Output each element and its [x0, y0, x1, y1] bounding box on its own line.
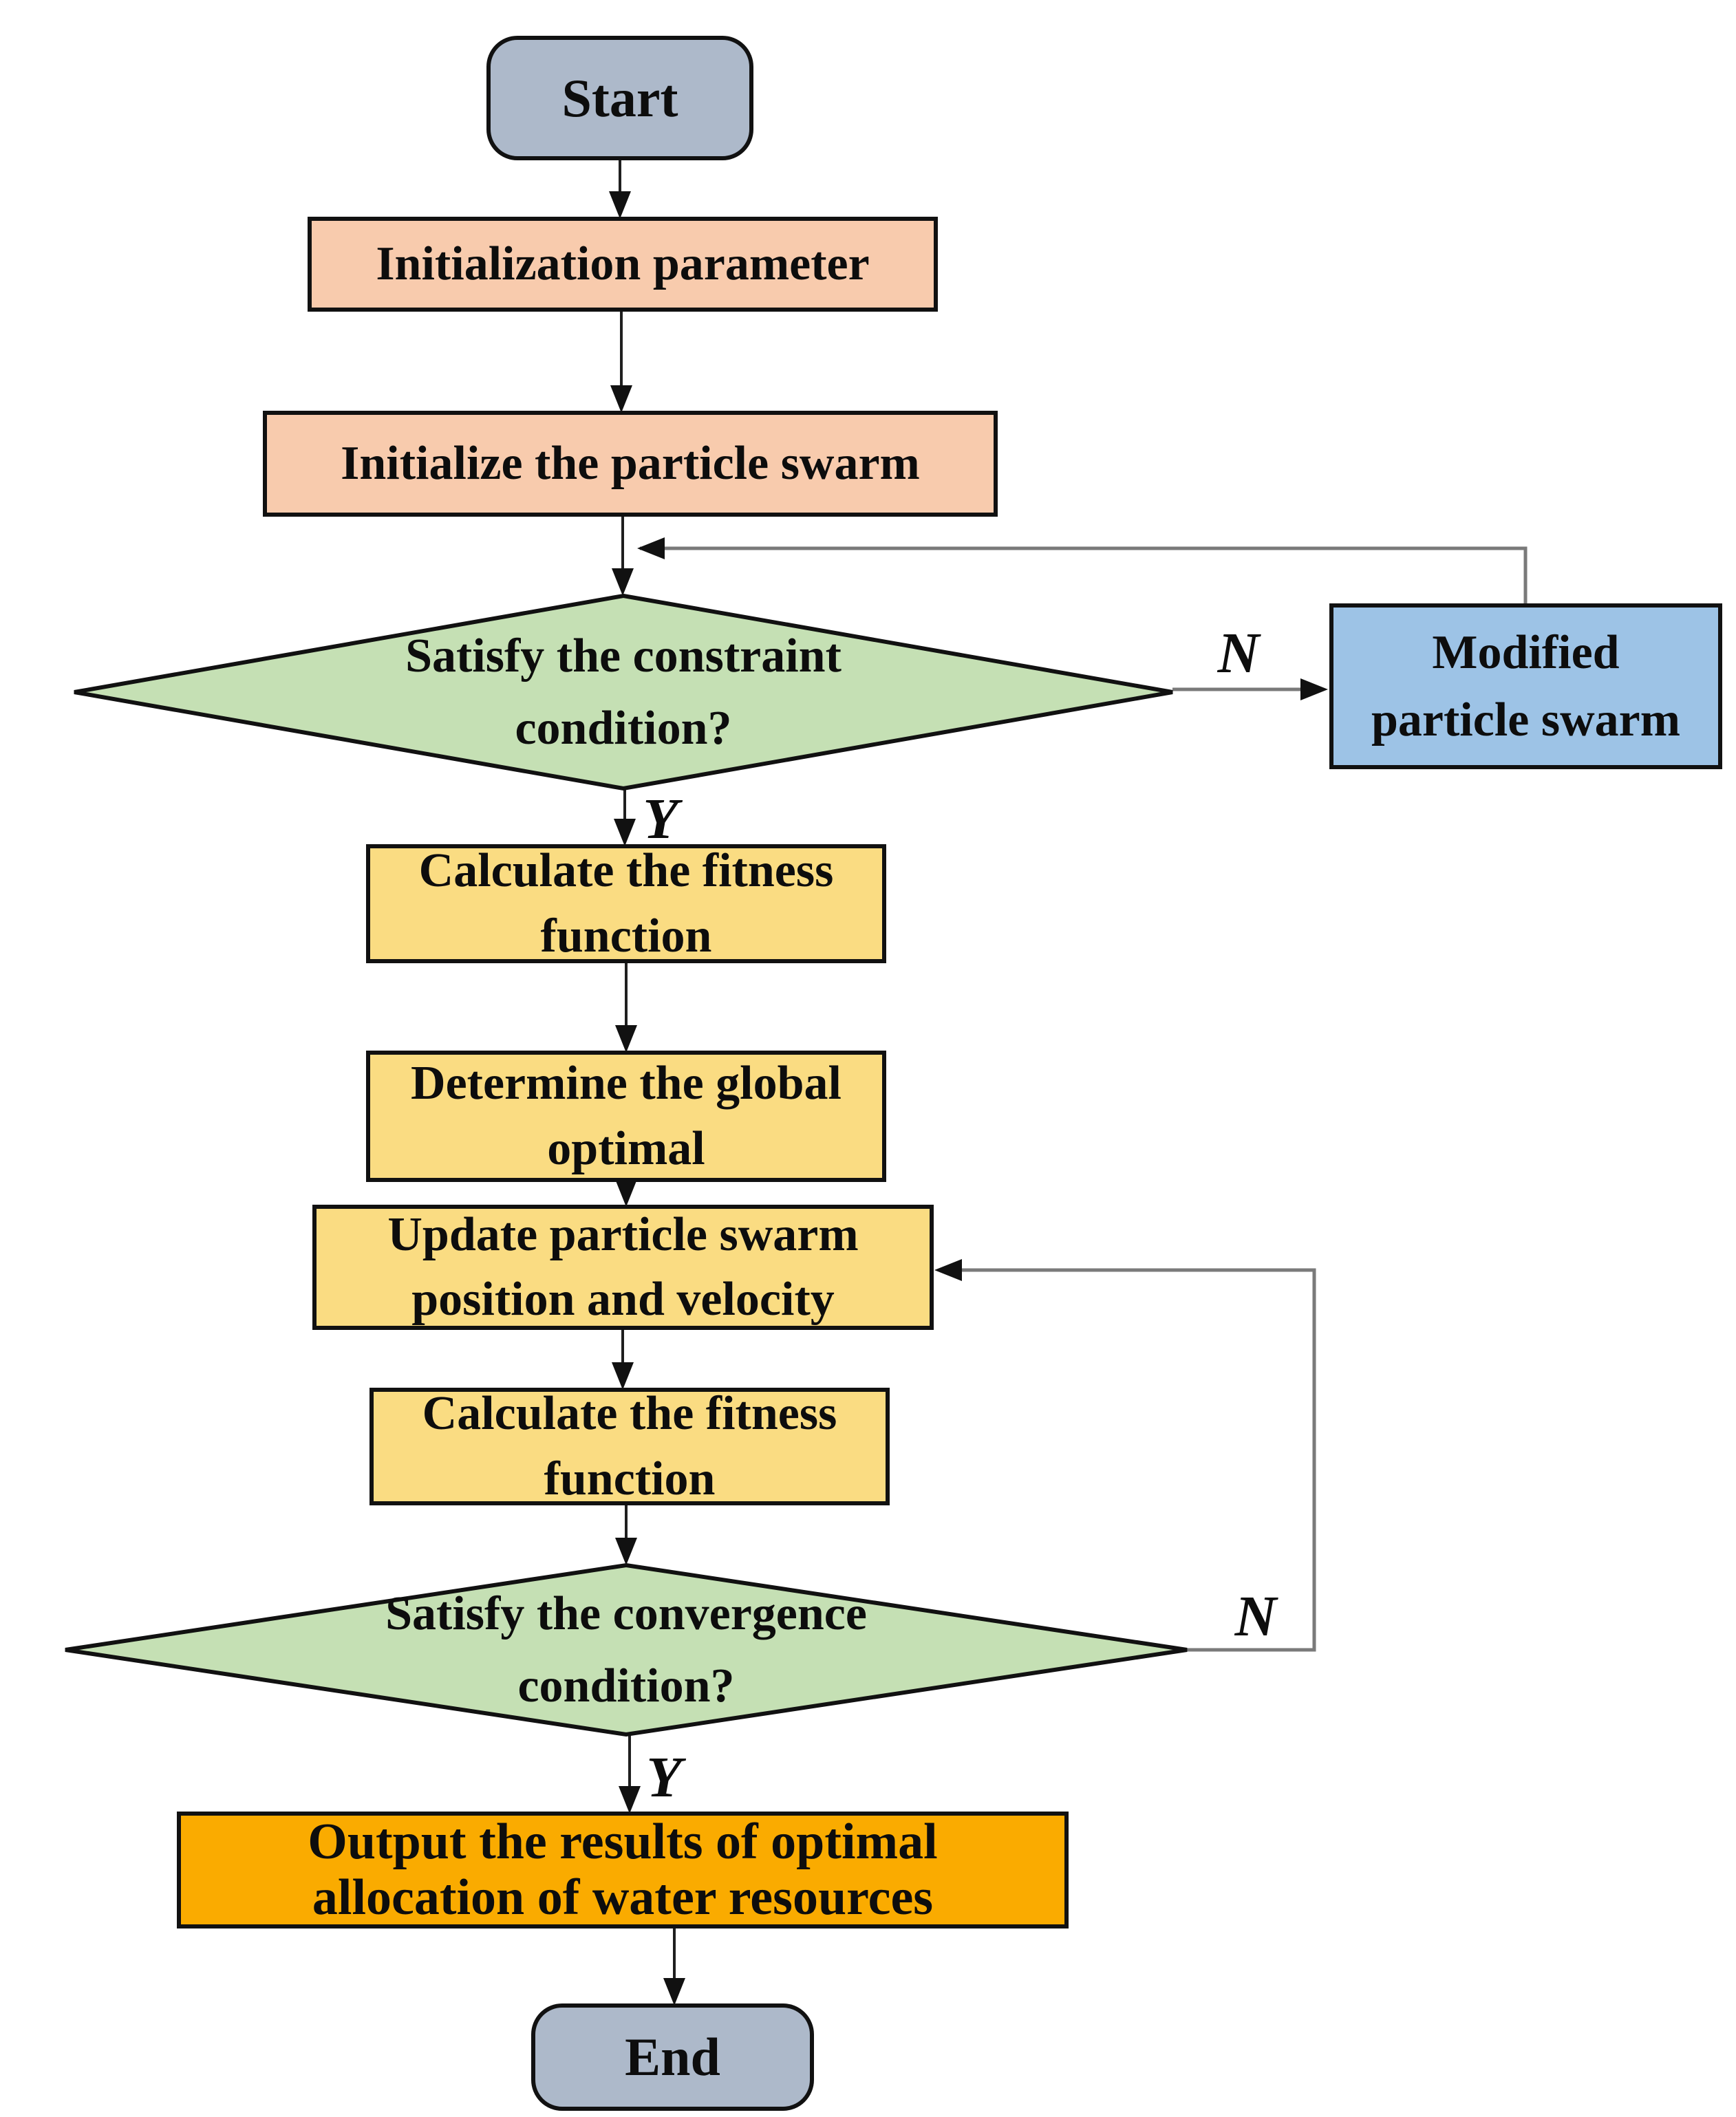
edge-convergence-no-loop [940, 1268, 1316, 1652]
global-optimal-node-label: Determine the global optimal [411, 1057, 842, 1175]
output-shape [177, 1812, 1069, 1928]
edge-modified-feedback [640, 546, 1528, 605]
update-swarm-shape [312, 1205, 934, 1330]
arrowhead-convergence [615, 1538, 637, 1565]
calc-fitness-1-node-label: Calculate the fitness function [418, 844, 834, 963]
output-node-label: Output the results of optimal allocation… [308, 1813, 938, 1926]
arrowhead-end [663, 1978, 685, 2006]
convergence-diamond-shape [65, 1562, 1188, 1737]
update-swarm-node-label: Update particle swarm position and veloc… [387, 1207, 859, 1326]
convergence-decision-label: Satisfy the convergence condition? [385, 1587, 867, 1712]
arrowhead-modified-right [1300, 678, 1328, 700]
arrowhead-initswarm [610, 385, 632, 413]
constraint-yes-label: Y [643, 787, 678, 851]
arrowhead-initparam [609, 191, 631, 219]
modified-swarm-node-label: Modified particle swarm [1371, 625, 1681, 746]
loop-connectors [640, 546, 1528, 1652]
constraint-diamond-shape [74, 593, 1173, 791]
init-param-node-label: Initialization parameter [376, 237, 870, 290]
arrowhead-update [615, 1179, 637, 1207]
start-shape [486, 36, 753, 160]
calc-fitness-1-shape [366, 844, 886, 963]
arrowhead-calc2 [612, 1362, 634, 1390]
end-node-label: End [625, 2027, 720, 2087]
modified-swarm-shape [1329, 603, 1722, 769]
constraint-decision-label: Satisfy the constraint condition? [405, 630, 842, 755]
arrowhead-feedback-left [637, 537, 665, 559]
arrowhead-output [619, 1786, 641, 1814]
calc-fitness-2-shape [369, 1388, 890, 1505]
convergence-no-label: N [1234, 1584, 1277, 1648]
arrowhead-calc1 [614, 819, 636, 846]
arrowhead-constraint [612, 568, 634, 596]
arrowhead-update-right [934, 1259, 962, 1281]
end-shape [531, 2003, 814, 2111]
node-shapes [65, 36, 1722, 2111]
global-optimal-shape [366, 1051, 886, 1182]
calc-fitness-2-node-label: Calculate the fitness function [422, 1387, 837, 1505]
convergence-yes-label: Y [646, 1745, 682, 1809]
init-swarm-node-label: Initialize the particle swarm [341, 436, 920, 490]
arrowheads [609, 191, 1328, 2006]
init-param-shape [308, 217, 938, 312]
constraint-no-label: N [1217, 621, 1260, 685]
init-swarm-shape [263, 411, 998, 517]
arrowhead-globalopt [615, 1025, 637, 1053]
start-node-label: Start [561, 67, 678, 128]
